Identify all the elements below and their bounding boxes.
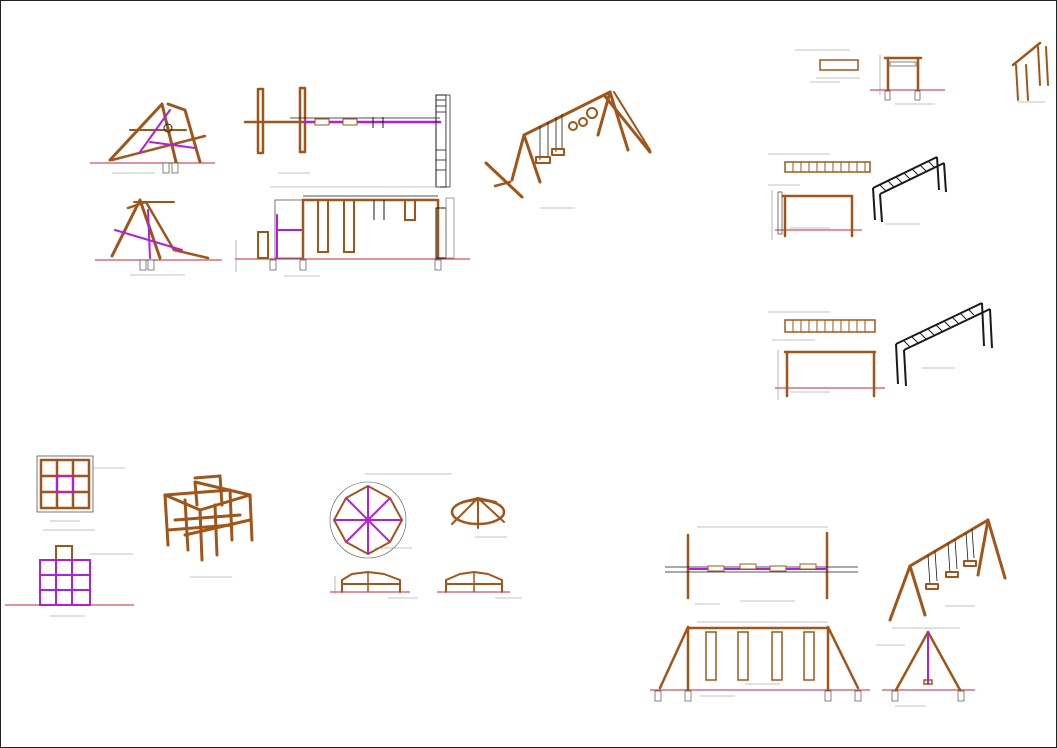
swing-slide-isometric <box>484 90 652 209</box>
slide-view-side <box>95 198 222 276</box>
merry-go-round-elevations <box>330 571 522 599</box>
multigame-plan <box>243 86 451 188</box>
merry-go-round-isometric <box>450 497 507 538</box>
monkey-bars-2 <box>768 302 993 400</box>
multigame-elevation <box>235 186 470 277</box>
merry-go-round-plan <box>329 473 452 559</box>
swing-set-elevations <box>650 621 975 707</box>
swing-set-plan <box>665 526 858 605</box>
climbing-cube-plan <box>36 455 125 531</box>
swing-set-isometric <box>888 518 1007 622</box>
slide-view-front <box>90 102 215 174</box>
monkey-bars-1 <box>768 153 947 240</box>
climbing-cube-isometric <box>163 474 254 578</box>
climbing-cube-elevation <box>5 545 134 617</box>
small-frame-views <box>795 41 1049 105</box>
